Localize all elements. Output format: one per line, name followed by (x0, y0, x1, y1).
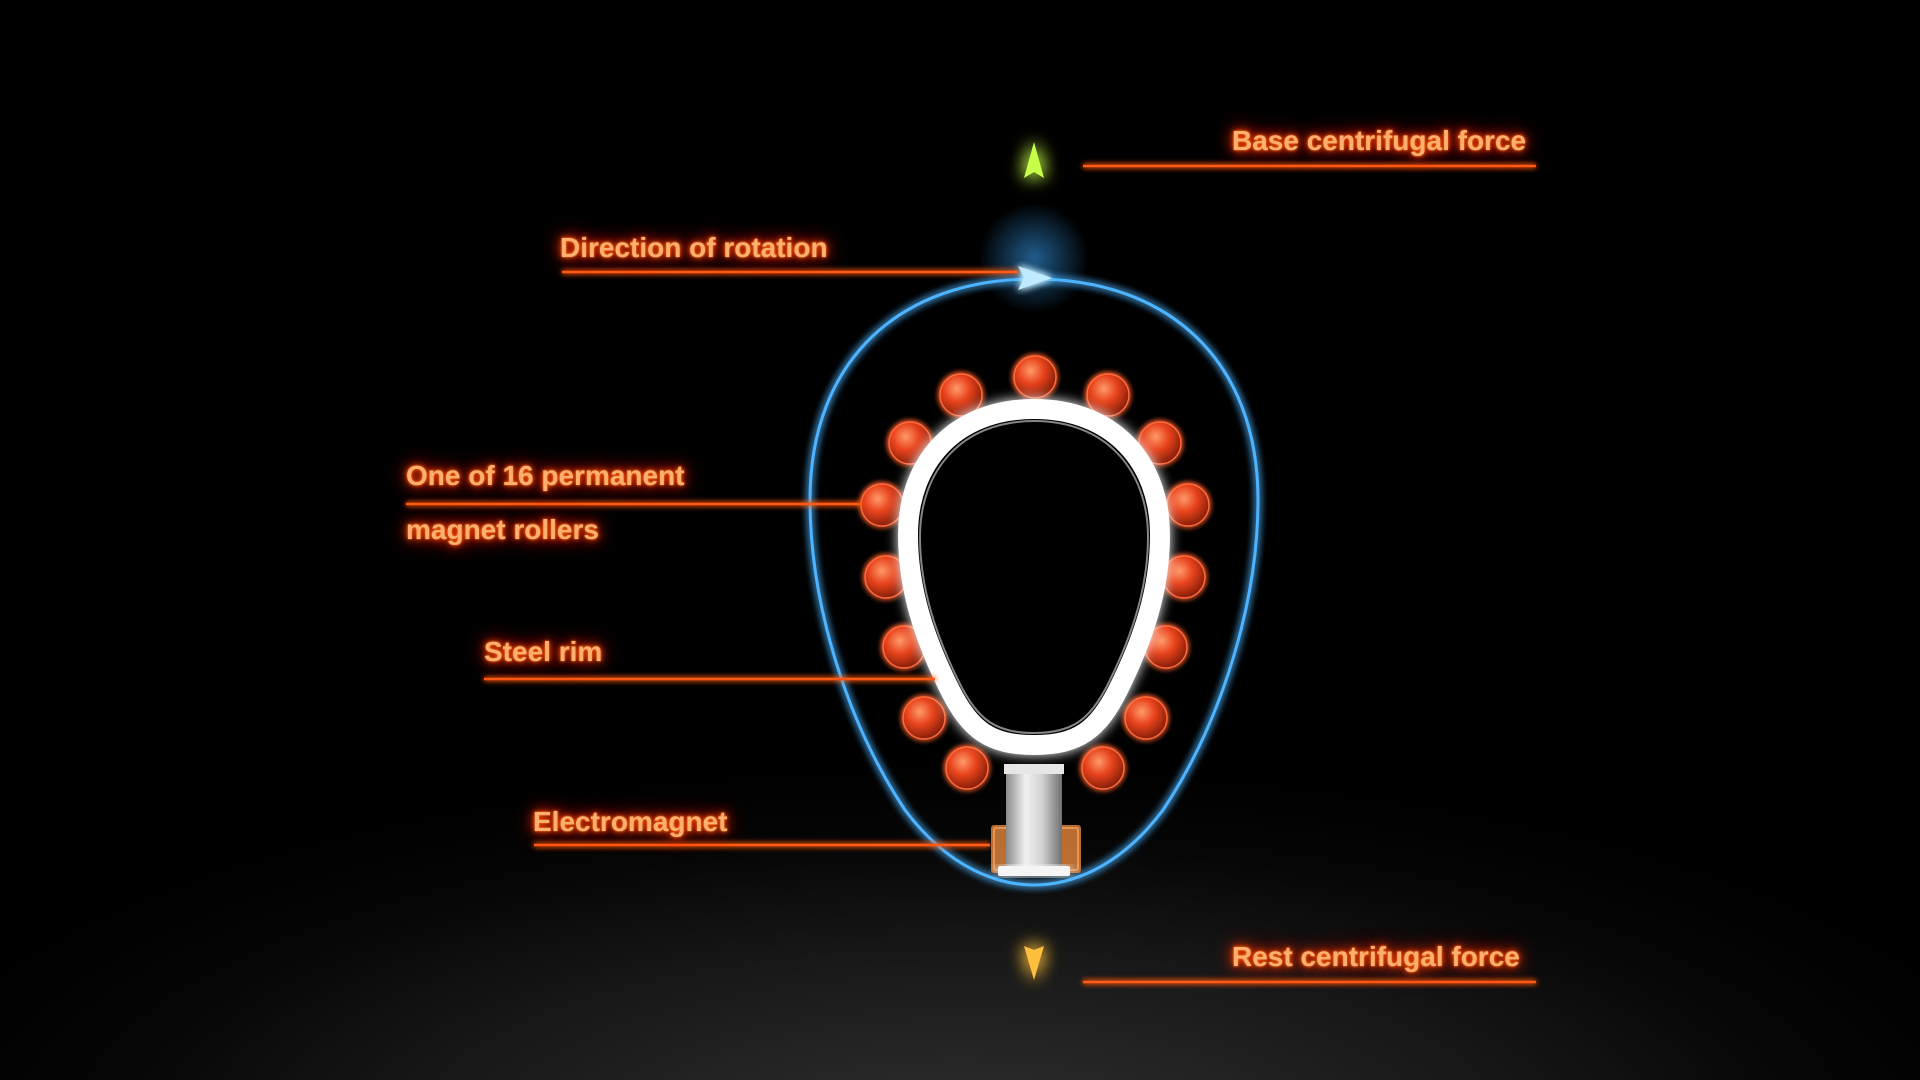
magnet-roller (1166, 483, 1210, 527)
label-rest-centrifugal-force: Rest centrifugal force (1232, 941, 1520, 972)
magnet-rollers (860, 355, 1210, 790)
steel-rim-inner-edge (918, 419, 1150, 735)
magnet-roller (945, 746, 989, 790)
magnet-roller (1081, 746, 1125, 790)
label-direction-of-rotation: Direction of rotation (560, 232, 828, 263)
electromagnet (991, 764, 1081, 876)
magnet-roller (1086, 373, 1130, 417)
label-rollers-line-2: magnet rollers (406, 514, 599, 545)
magnet-roller (1162, 555, 1206, 599)
magnet-roller (1124, 696, 1168, 740)
arrow-down-icon (1024, 946, 1044, 980)
magnet-roller (1138, 421, 1182, 465)
arrow-up-icon (1024, 142, 1044, 178)
rotation-halo (979, 203, 1089, 313)
steel-rim (897, 398, 1171, 756)
rotation-orbit (808, 277, 1260, 887)
label-rollers-line-1: One of 16 permanent (406, 460, 685, 491)
magnet-roller (1013, 355, 1057, 399)
arrow-right-icon (1018, 266, 1052, 290)
magnet-roller (939, 373, 983, 417)
label-steel-rim: Steel rim (484, 636, 603, 667)
magnet-roller (860, 483, 904, 527)
label-electromagnet: Electromagnet (533, 806, 728, 837)
label-base-centrifugal-force: Base centrifugal force (1232, 125, 1527, 156)
magnet-roller (902, 696, 946, 740)
